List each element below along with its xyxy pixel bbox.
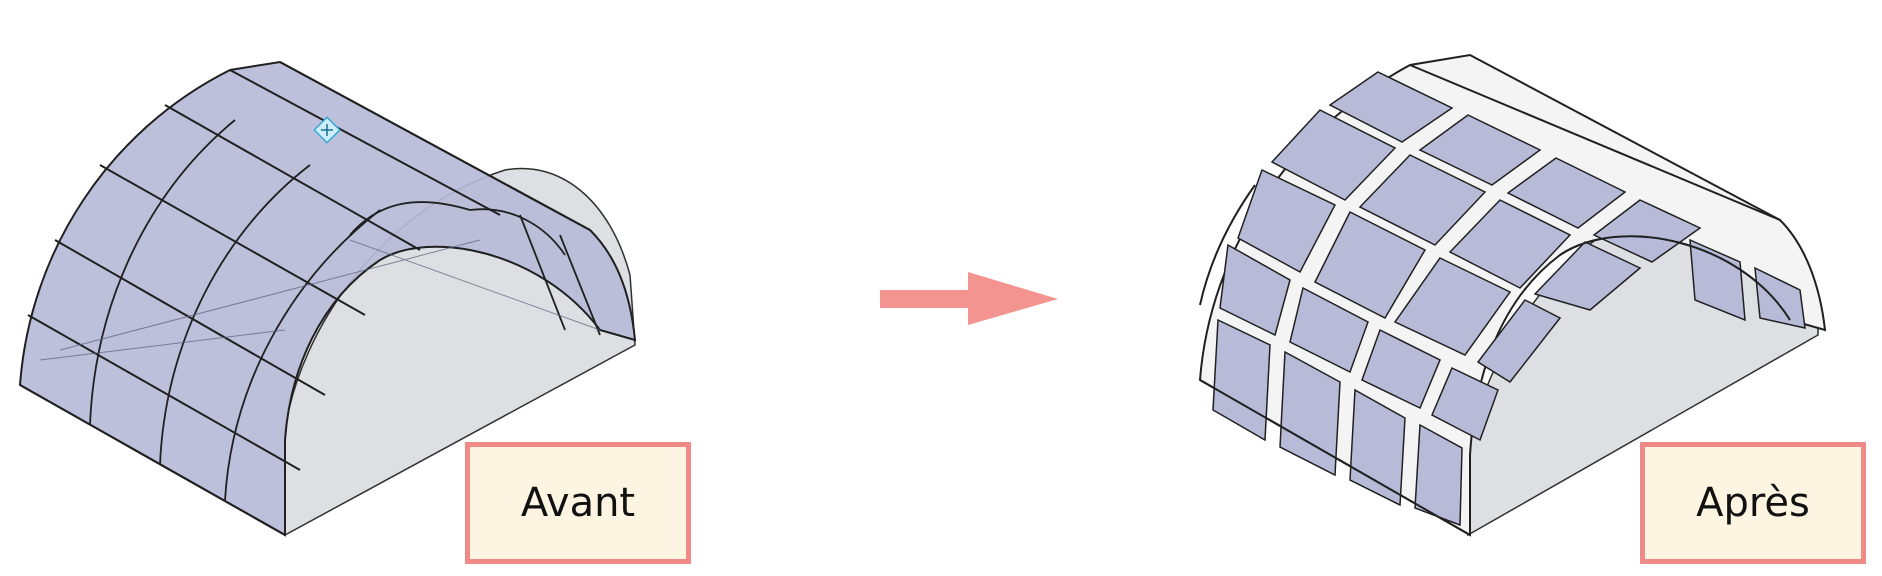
arrow-right-icon <box>880 272 1058 325</box>
before-ridge-lines <box>19 61 591 536</box>
before-glass-shell <box>18 60 637 537</box>
after-vault-model <box>1198 53 1827 537</box>
after-frame-lines <box>1199 64 1791 536</box>
label-before: Avant <box>465 442 691 564</box>
before-vault-model <box>18 60 637 537</box>
after-glass-panes <box>1212 71 1806 527</box>
before-interior-lines <box>39 239 601 361</box>
label-after-text: Après <box>1696 480 1810 526</box>
before-rib-lines <box>89 119 601 501</box>
label-before-text: Avant <box>520 480 636 526</box>
move-handle-icon <box>313 116 341 144</box>
label-after: Après <box>1640 442 1866 564</box>
